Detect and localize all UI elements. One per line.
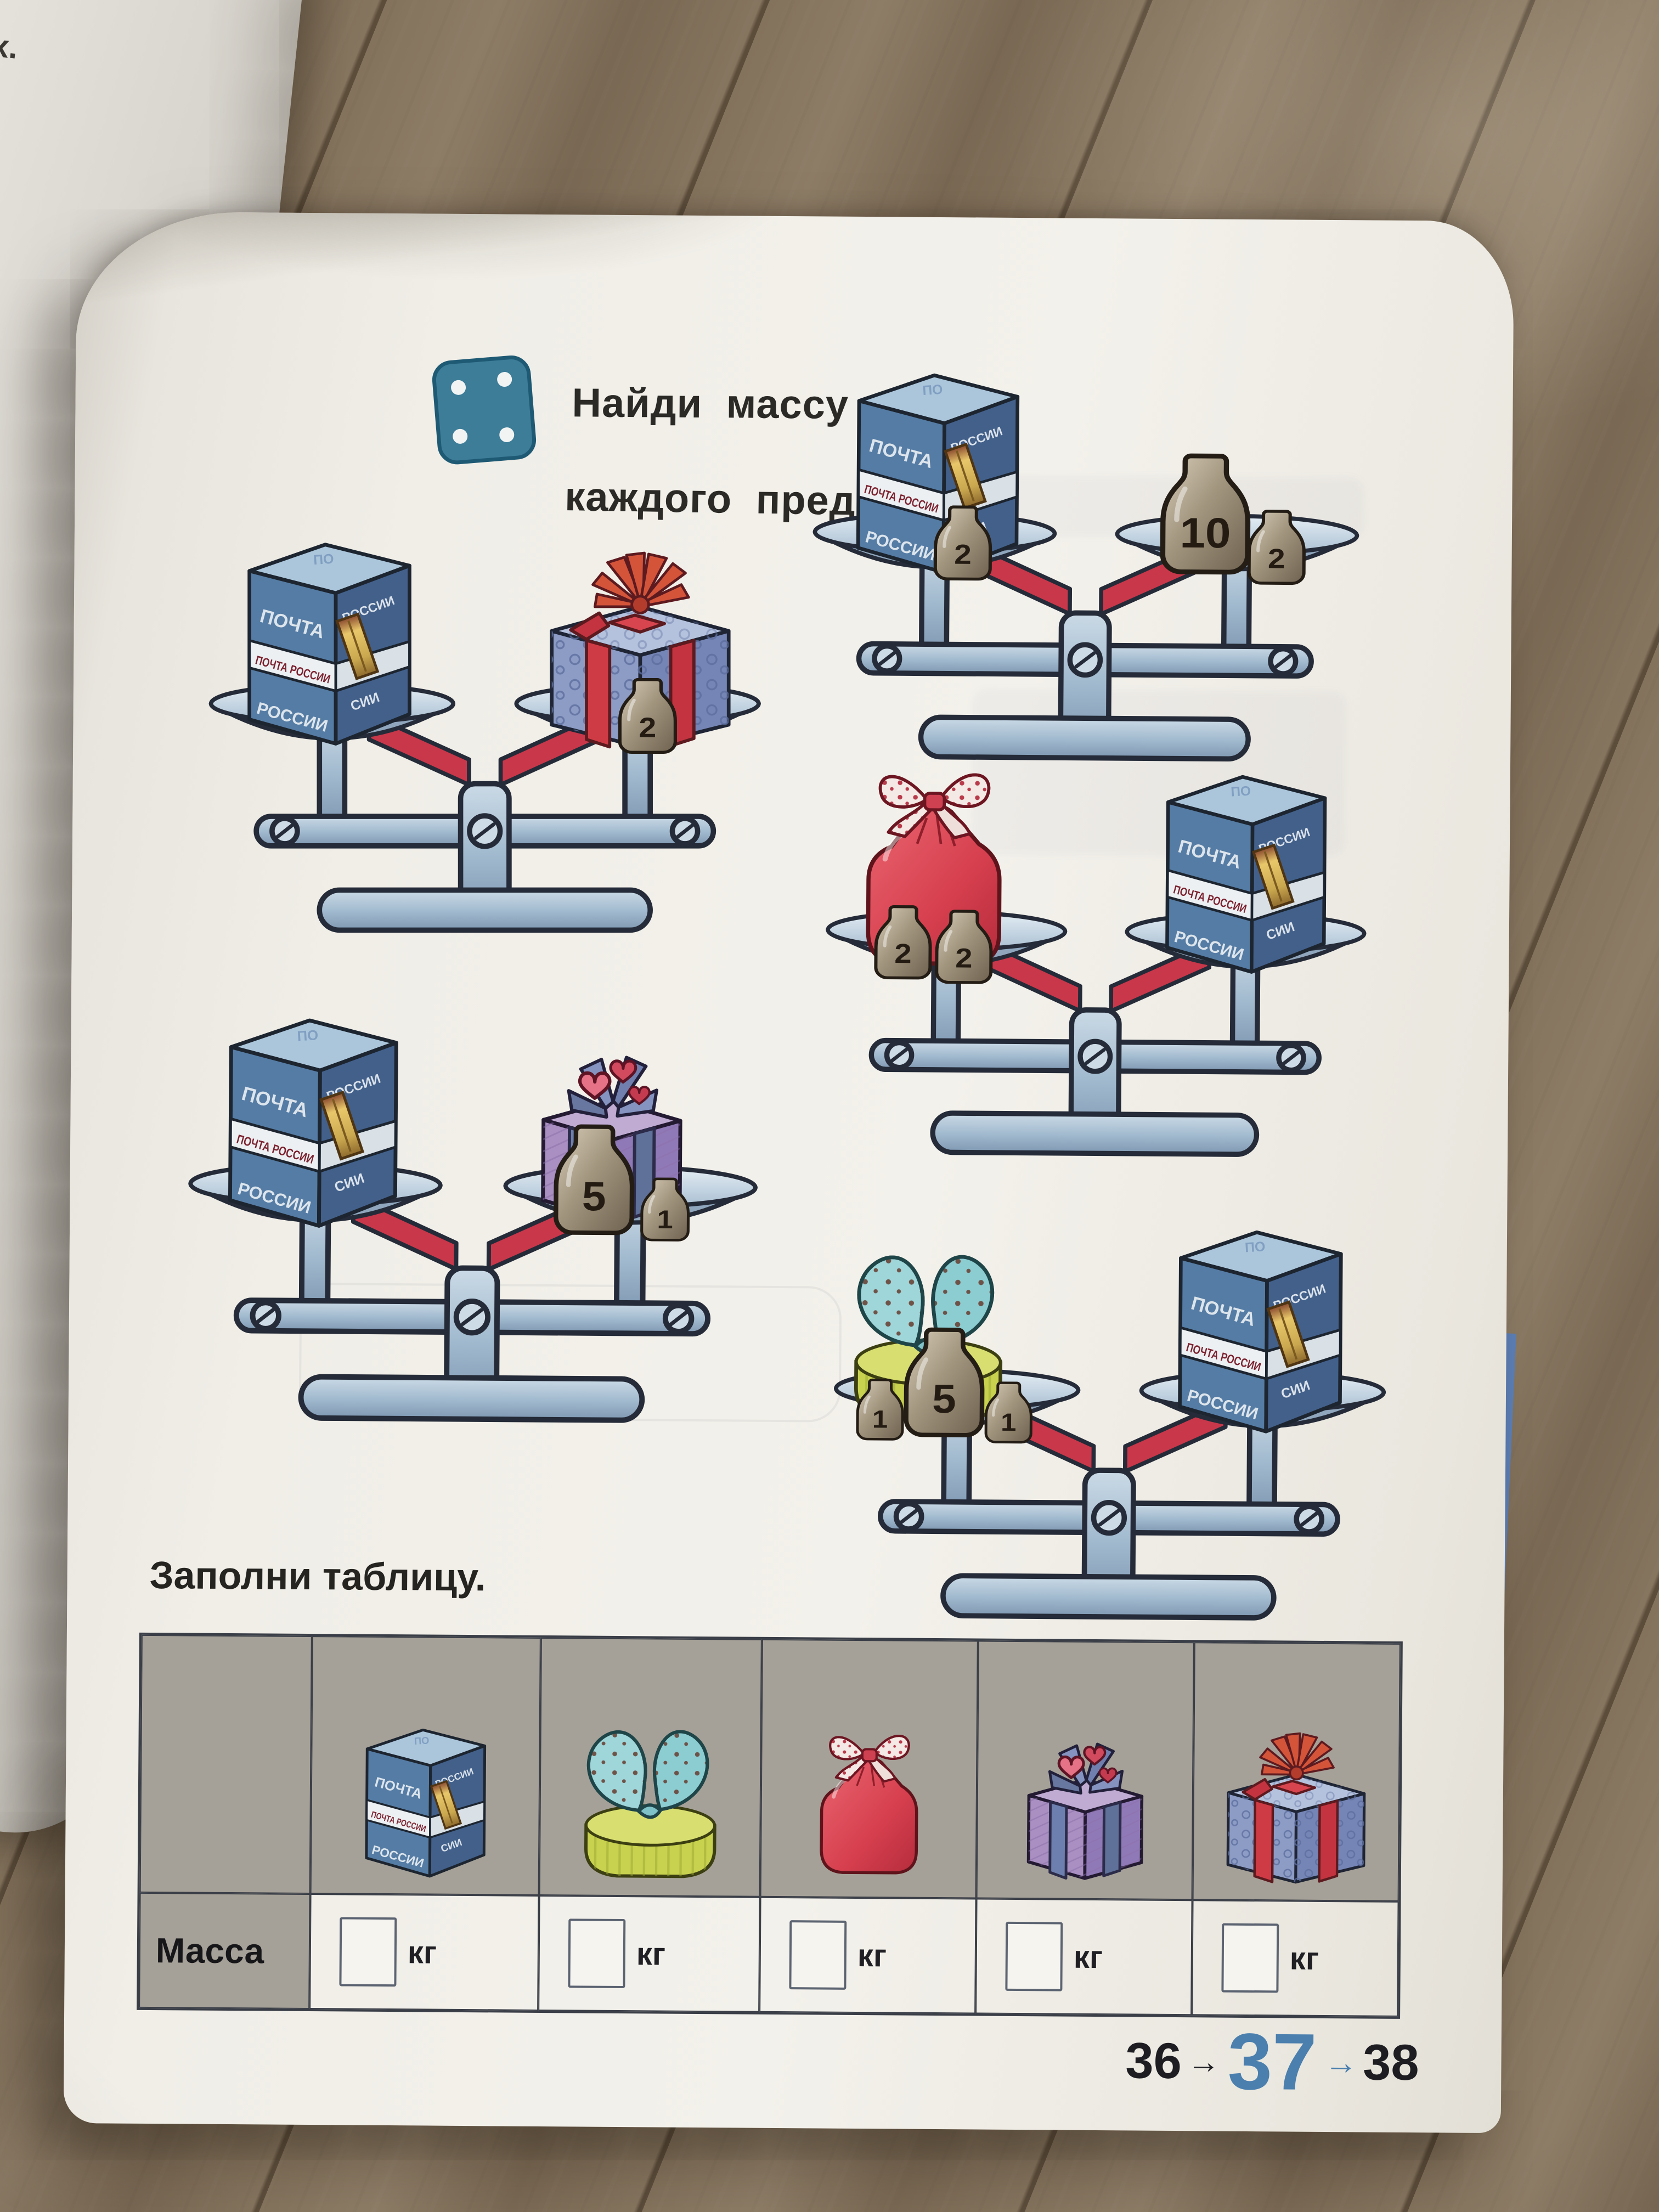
workbook-page: Найди массу каждого предмета. 2 2 10 2 bbox=[63, 211, 1514, 2134]
weight-number: 10 bbox=[1180, 509, 1231, 557]
table-corner-cell bbox=[139, 1634, 312, 1894]
weight-illustration: 10 bbox=[1153, 450, 1257, 579]
dice-dot bbox=[450, 379, 467, 396]
weight-number: 5 bbox=[932, 1376, 956, 1422]
mass-cell: кг bbox=[309, 1894, 539, 2011]
gift-blue-illustration bbox=[1219, 1731, 1374, 1886]
balance-scale-5: 1 5 1 bbox=[819, 1232, 1401, 1630]
mass-table: Масса кг кг кг кг кг bbox=[137, 1632, 1403, 2019]
mass-cell: кг bbox=[975, 1898, 1193, 2016]
weight-illustration: 2 bbox=[870, 903, 936, 982]
arrow-icon: → bbox=[1324, 2044, 1358, 2081]
page-current: 37 bbox=[1227, 2016, 1317, 2107]
arrow-icon: → bbox=[1187, 2042, 1221, 2080]
weight-number: 2 bbox=[954, 539, 972, 570]
table-item-gift-red bbox=[760, 1639, 978, 1899]
mass-input[interactable] bbox=[568, 1918, 626, 1989]
parcel-illustration bbox=[240, 537, 419, 748]
gift-red-illustration bbox=[806, 1717, 931, 1883]
left-page-text: ах. bbox=[0, 25, 20, 66]
unit-label: кг bbox=[857, 1937, 887, 1973]
table-item-gift-teal bbox=[539, 1637, 762, 1897]
unit-label: кг bbox=[1289, 1940, 1319, 1977]
weight-illustration: 1 bbox=[636, 1176, 693, 1243]
mass-input[interactable] bbox=[789, 1920, 847, 1990]
table-item-gift-purple bbox=[976, 1640, 1194, 1900]
page-next: 38 bbox=[1362, 2034, 1419, 2091]
mass-cell: кг bbox=[759, 1897, 977, 2014]
weight-number: 2 bbox=[955, 943, 973, 974]
dice-dot bbox=[452, 428, 469, 444]
gift-purple-illustration bbox=[1017, 1735, 1153, 1884]
weight-number: 1 bbox=[657, 1205, 673, 1234]
mass-input[interactable] bbox=[1221, 1923, 1279, 1993]
table-item-gift-blue bbox=[1192, 1642, 1401, 1901]
page-prev: 36 bbox=[1125, 2032, 1182, 2089]
weight-illustration: 5 bbox=[548, 1121, 641, 1239]
weight-illustration: 1 bbox=[853, 1377, 908, 1443]
weight-number: 2 bbox=[639, 712, 656, 743]
page-navigation: 36 → 37 → 38 bbox=[1125, 2016, 1419, 2107]
table-item-parcel bbox=[310, 1636, 541, 1895]
parcel-illustration bbox=[220, 1012, 406, 1231]
weight-number: 2 bbox=[1268, 543, 1285, 574]
weight-illustration: 2 bbox=[929, 504, 997, 583]
balance-scale-4: 5 1 bbox=[173, 1022, 773, 1433]
balance-scale-1: 2 bbox=[195, 547, 775, 942]
unit-label: кг bbox=[636, 1936, 666, 1972]
dice-dot bbox=[499, 426, 515, 443]
weight-number: 1 bbox=[1001, 1408, 1017, 1436]
unit-label: кг bbox=[1073, 1939, 1103, 1975]
mass-input[interactable] bbox=[339, 1917, 397, 1987]
balance-scale-3: 2 2 bbox=[811, 776, 1381, 1166]
parcel-illustration bbox=[1170, 1224, 1351, 1436]
weight-number: 2 bbox=[894, 939, 912, 969]
mass-cell: кг bbox=[1192, 1900, 1399, 2017]
mass-input[interactable] bbox=[1005, 1921, 1063, 1991]
weight-illustration: 2 bbox=[1243, 508, 1311, 588]
mass-row-label: Масса bbox=[139, 1892, 311, 2010]
parcel-illustration bbox=[1158, 769, 1334, 977]
weight-illustration: 1 bbox=[981, 1380, 1036, 1446]
gift-teal-illustration bbox=[567, 1711, 733, 1881]
weight-illustration: 2 bbox=[614, 676, 681, 757]
unit-label: кг bbox=[407, 1934, 437, 1971]
weight-number: 1 bbox=[872, 1406, 888, 1434]
table-title: Заполни таблицу. bbox=[149, 1553, 486, 1599]
dice-icon bbox=[431, 354, 538, 466]
weight-illustration: 5 bbox=[898, 1324, 990, 1441]
parcel-illustration bbox=[359, 1724, 492, 1880]
weight-number: 5 bbox=[582, 1174, 606, 1220]
dice-dot bbox=[496, 371, 513, 388]
weight-illustration: 2 bbox=[930, 908, 997, 987]
mass-cell: кг bbox=[538, 1895, 760, 2012]
balance-scale-2: 2 10 2 bbox=[798, 376, 1374, 771]
